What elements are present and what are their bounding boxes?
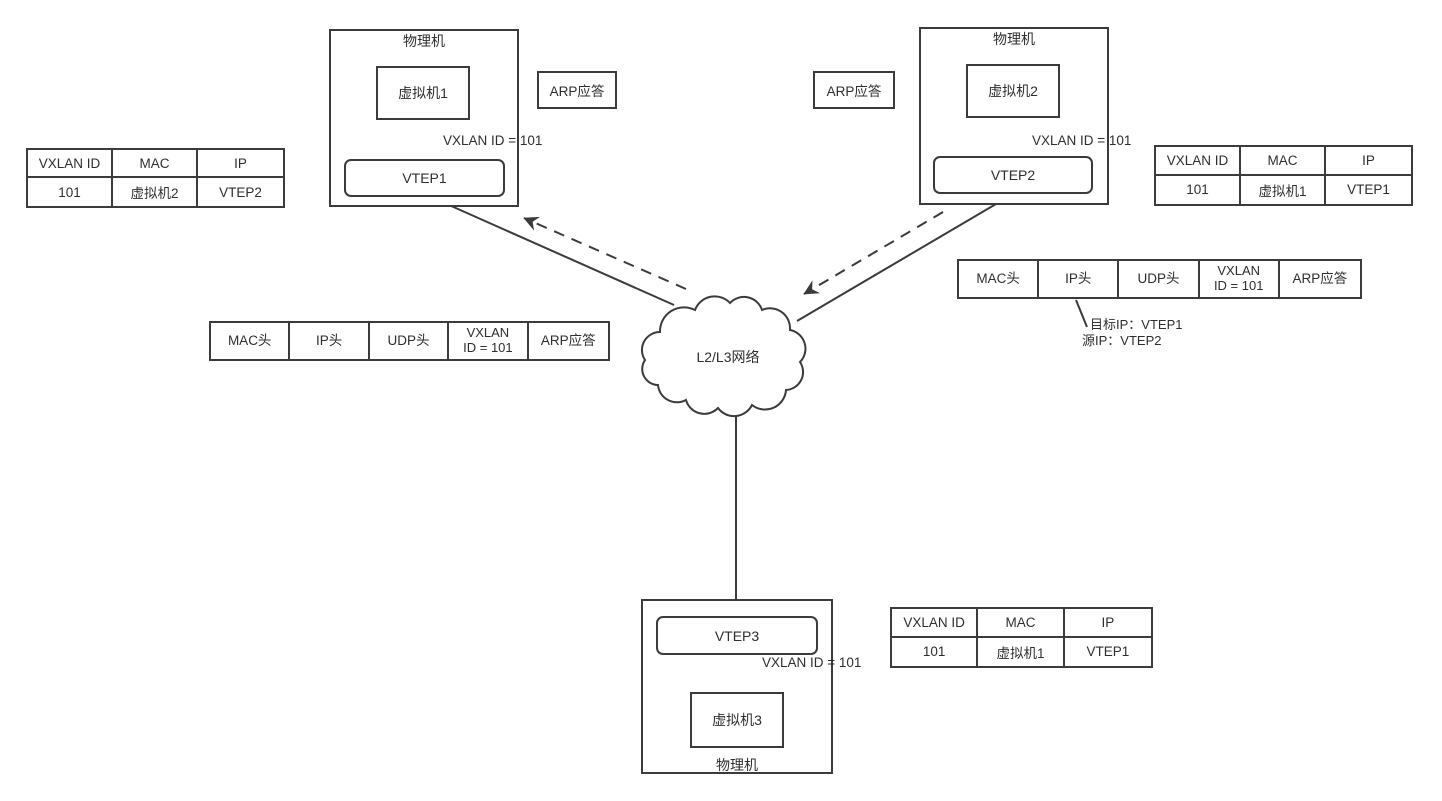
data-cell: 虚拟机1 [1241, 175, 1326, 204]
packet-field-udp-header: UDP头 [1119, 261, 1200, 297]
header-cell: IP [1064, 609, 1151, 638]
data-cell: VTEP2 [219, 184, 262, 200]
host1-title: 物理机 [403, 33, 445, 49]
data-cell: 虚拟机1 [978, 637, 1065, 666]
annotation-src-ip: 源IP：VTEP2 [1082, 333, 1162, 348]
vtep2-cloud-link [796, 193, 1014, 322]
header-cell: MAC [113, 150, 198, 178]
data-cell: 101 [892, 637, 979, 666]
ip-header-annotation: 目标IP：VTEP1 源IP：VTEP2 [1082, 317, 1182, 349]
header-cell: IP [198, 150, 283, 178]
host2-vxlan-id-label: VXLAN ID = 101 [1032, 133, 1132, 148]
vtep1-node: VTEP1 [344, 159, 505, 197]
header-cell: IP [1326, 147, 1411, 176]
host2-title: 物理机 [993, 31, 1035, 47]
header-cell: VXLAN ID [1156, 147, 1241, 176]
vtep2-node: VTEP2 [933, 156, 1093, 194]
annotation-leader-line [1075, 299, 1088, 328]
header-cell: VXLAN ID [892, 609, 979, 638]
packet-field-vxlan-id: VXLAN ID = 101 [449, 323, 529, 359]
arp-reply-box-right: ARP应答 [813, 71, 895, 109]
vm2-node: 虚拟机2 [966, 64, 1060, 118]
data-cell: VTEP1 [1086, 644, 1130, 660]
vm1-node: 虚拟机1 [376, 66, 470, 120]
arp-reply-box-left: ARP应答 [537, 71, 617, 109]
packet-field-arp-reply: ARP应答 [540, 333, 596, 349]
vtep3-node: VTEP3 [656, 616, 818, 655]
cloud-label: L2/L3网络 [696, 349, 760, 365]
packet-field-vxlan-id: VXLAN ID = 101 [1200, 261, 1280, 297]
encapsulated-packet-right: MAC头 IP头 UDP头 VXLAN ID = 101 ARP应答 [957, 259, 1362, 299]
data-cell: VTEP1 [1347, 182, 1390, 198]
vm3-node: 虚拟机3 [690, 692, 784, 748]
arp-reply-arrow-to-vtep1 [523, 216, 687, 290]
header-cell: VXLAN ID [28, 150, 113, 178]
vxlan-mapping-table-left: VXLAN ID MAC IP 101 虚拟机2 VTEP2 [26, 148, 285, 208]
packet-field-ip-header: IP头 [1039, 261, 1120, 297]
data-cell: 101 [1156, 175, 1241, 204]
host3-vxlan-id-label: VXLAN ID = 101 [762, 655, 862, 670]
host1-vxlan-id-label: VXLAN ID = 101 [443, 133, 543, 148]
host3-title: 物理机 [716, 757, 758, 773]
data-cell: 101 [28, 178, 113, 206]
vtep1-cloud-link [430, 196, 675, 306]
packet-field-udp-header: UDP头 [370, 323, 450, 359]
annotation-dest-ip: 目标IP：VTEP1 [1090, 317, 1183, 332]
packet-field-arp-reply: ARP应答 [1292, 271, 1348, 287]
encapsulated-packet-left: MAC头 IP头 UDP头 VXLAN ID = 101 ARP应答 [209, 321, 610, 361]
header-cell: MAC [1241, 147, 1326, 176]
header-cell: MAC [978, 609, 1065, 638]
vxlan-mapping-table-bottom: VXLAN ID MAC IP 101 虚拟机1 VTEP1 [890, 607, 1153, 668]
packet-field-ip-header: IP头 [290, 323, 370, 359]
packet-field-mac-header: MAC头 [211, 323, 291, 359]
vxlan-mapping-table-right: VXLAN ID MAC IP 101 虚拟机1 VTEP1 [1154, 145, 1413, 206]
network-cloud-shape [640, 295, 807, 418]
data-cell: 虚拟机2 [113, 178, 198, 206]
arp-reply-arrow-to-cloud [803, 211, 944, 295]
packet-field-mac-header: MAC头 [959, 261, 1040, 297]
